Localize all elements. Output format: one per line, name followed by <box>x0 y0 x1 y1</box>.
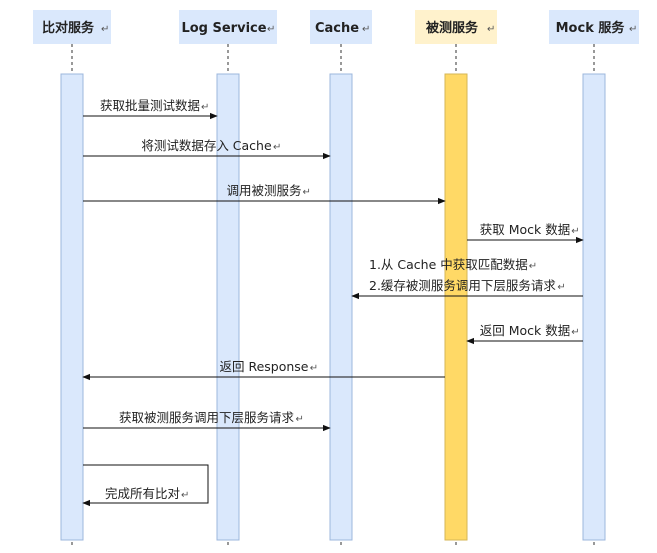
message-get-test-data: 获取批量测试数据↵ <box>83 98 218 120</box>
message-complete-compare: 完成所有比对↵ <box>82 464 209 507</box>
return-mark: ↵ <box>629 24 637 35</box>
message-label: 获取批量测试数据 <box>100 98 200 113</box>
participant-box <box>310 10 372 44</box>
participant-label: Log Service <box>181 21 266 36</box>
participant-box <box>415 10 497 44</box>
message-get-downstream-requests: 获取被测服务调用下层服务请求↵ <box>83 410 331 432</box>
return-mark: ↵ <box>181 490 189 501</box>
message-call-sut: 调用被测服务↵ <box>83 183 446 205</box>
return-mark: ↵ <box>295 414 303 425</box>
activation-bar-compare <box>60 73 84 541</box>
message-label: 1.从 Cache 中获取匹配数据 <box>369 257 528 272</box>
message-return-mock-data: 返回 Mock 数据↵ <box>466 323 583 345</box>
return-mark: ↵ <box>571 327 579 338</box>
participant-label: 比对服务 <box>42 20 95 36</box>
participant-cache: Cache↵ <box>310 10 372 44</box>
participant-sut: 被测服务 ↵ <box>415 10 497 44</box>
participant-log: Log Service↵ <box>179 10 277 44</box>
self-message-arrow <box>82 464 209 507</box>
return-mark: ↵ <box>571 226 579 237</box>
activation-bar-mock <box>582 73 606 541</box>
return-mark: ↵ <box>310 363 318 374</box>
message-fetch-and-cache: 1.从 Cache 中获取匹配数据↵2.缓存被测服务调用下层服务请求↵ <box>351 257 583 300</box>
participant-box <box>33 10 111 44</box>
message-store-test-data: 将测试数据存入 Cache↵ <box>83 138 331 160</box>
message-label: 完成所有比对 <box>105 486 180 501</box>
participant-label: Mock 服务 <box>556 20 626 36</box>
return-mark: ↵ <box>557 282 565 293</box>
activation-bar-sut <box>444 73 468 541</box>
message-label: 2.缓存被测服务调用下层服务请求 <box>369 278 556 293</box>
message-label: 获取被测服务调用下层服务请求 <box>119 410 295 425</box>
message-label: 将测试数据存入 Cache <box>141 138 272 153</box>
participant-label: 被测服务 <box>425 20 479 36</box>
participant-compare: 比对服务 ↵ <box>33 10 111 44</box>
message-return-response: 返回 Response↵ <box>82 359 445 381</box>
message-label: 返回 Response <box>219 359 308 374</box>
return-mark: ↵ <box>273 142 281 153</box>
message-label: 返回 Mock 数据 <box>480 323 571 338</box>
activation-bar-log <box>216 73 240 541</box>
participant-box <box>179 10 277 44</box>
activation-bar-cache <box>329 73 353 541</box>
return-mark: ↵ <box>487 24 495 35</box>
return-mark: ↵ <box>362 24 370 35</box>
return-mark: ↵ <box>101 24 109 35</box>
message-label: 获取 Mock 数据 <box>480 222 571 237</box>
return-mark: ↵ <box>529 261 537 272</box>
message-label: 调用被测服务 <box>226 183 301 198</box>
return-mark: ↵ <box>303 187 311 198</box>
participant-label: Cache <box>315 21 359 36</box>
participant-mock: Mock 服务↵ <box>549 10 639 44</box>
return-mark: ↵ <box>267 24 275 35</box>
participant-box <box>549 10 639 44</box>
return-mark: ↵ <box>201 102 209 113</box>
message-get-mock-data: 获取 Mock 数据↵ <box>467 222 584 244</box>
